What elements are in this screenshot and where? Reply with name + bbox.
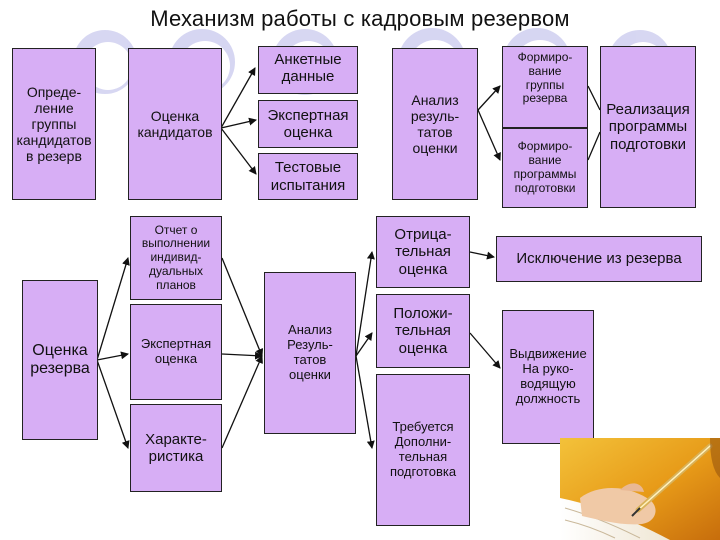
box-formirovanie-programmy: Формиро- вание программы подготовки — [502, 128, 588, 208]
box-label: Тестовые испытания — [270, 159, 346, 194]
box-opredelenie: Опреде- ление группы кандидатов в резерв — [12, 48, 96, 200]
arrow — [587, 85, 601, 111]
box-otricatelnaya: Отрица- тельная оценка — [376, 216, 470, 288]
box-label: Оценка резерва — [30, 341, 90, 377]
box-label: Отрица- тельная оценка — [394, 226, 452, 278]
box-label: Анализ резуль- татов оценки — [410, 91, 460, 157]
box-analiz-bottom: Анализ Резуль- татов оценки — [264, 272, 356, 434]
box-label: Анализ Резуль- татов оценки — [287, 322, 333, 382]
box-realizaciya: Реализация программы подготовки — [600, 46, 696, 208]
arrow — [220, 127, 257, 175]
arrow — [221, 355, 263, 449]
arrow — [221, 257, 264, 357]
box-vydvizhenie: Выдвижение На руко- водящую должность — [502, 310, 594, 444]
box-ocenka-rezerva: Оценка резерва — [22, 280, 98, 440]
arrow — [469, 332, 501, 369]
box-otchet: Отчет о выполнении индивид- дуальных пла… — [130, 216, 222, 300]
box-polozhitelnaya: Положи- тельная оценка — [376, 294, 470, 368]
arrow — [355, 332, 373, 357]
hand-writing-with-pen-icon — [560, 438, 720, 540]
hand-writing-photo — [560, 438, 720, 540]
box-testovye: Тестовые испытания — [258, 153, 358, 200]
box-ekspertnaya-top: Экспертная оценка — [258, 100, 358, 148]
box-label: Характе- ристика — [145, 430, 207, 465]
arrow — [587, 131, 601, 161]
box-label: Опреде- ление группы кандидатов в резерв — [16, 83, 92, 165]
box-ekspertnaya-bottom: Экспертная оценка — [130, 304, 222, 400]
arrow — [96, 359, 130, 449]
arrow — [355, 355, 375, 449]
box-label: Отчет о выполнении индивид- дуальных пла… — [141, 222, 211, 292]
box-label: Анкетные данные — [274, 51, 342, 86]
box-label: Исключение из резерва — [516, 250, 682, 268]
arrow — [220, 67, 256, 129]
box-anketnye: Анкетные данные — [258, 46, 358, 94]
box-label: Оценка кандидатов — [137, 107, 213, 140]
arrow — [477, 109, 501, 161]
diagram-title: Механизм работы с кадровым резервом — [150, 6, 570, 31]
box-label: Требуется Дополни- тельная подготовка — [389, 419, 457, 479]
arrow — [96, 351, 129, 361]
arrow — [355, 251, 375, 357]
box-analiz-top: Анализ резуль- татов оценки — [392, 48, 478, 200]
box-label: Выдвижение На руко- водящую должность — [509, 346, 587, 406]
box-formirovanie-gruppy: Формиро- вание группы резерва — [502, 46, 588, 128]
box-label: Формиро- вание группы резерва — [517, 50, 573, 106]
box-label: Экспертная оценка — [267, 106, 349, 141]
box-label: Реализация программы подготовки — [606, 101, 690, 153]
box-label: Экспертная оценка — [140, 336, 212, 366]
box-isklyuchenie: Исключение из резерва — [496, 236, 702, 282]
box-ocenka-kandidatov: Оценка кандидатов — [128, 48, 222, 200]
box-label: Положи- тельная оценка — [393, 305, 453, 357]
arrow — [221, 351, 263, 360]
arrow — [96, 257, 130, 361]
arrow — [220, 117, 257, 129]
box-trebuetsya: Требуется Дополни- тельная подготовка — [376, 374, 470, 526]
box-label: Формиро- вание программы подготовки — [513, 139, 577, 195]
box-harakteristika: Характе- ристика — [130, 404, 222, 492]
arrow — [469, 251, 495, 260]
arrow — [477, 85, 501, 111]
